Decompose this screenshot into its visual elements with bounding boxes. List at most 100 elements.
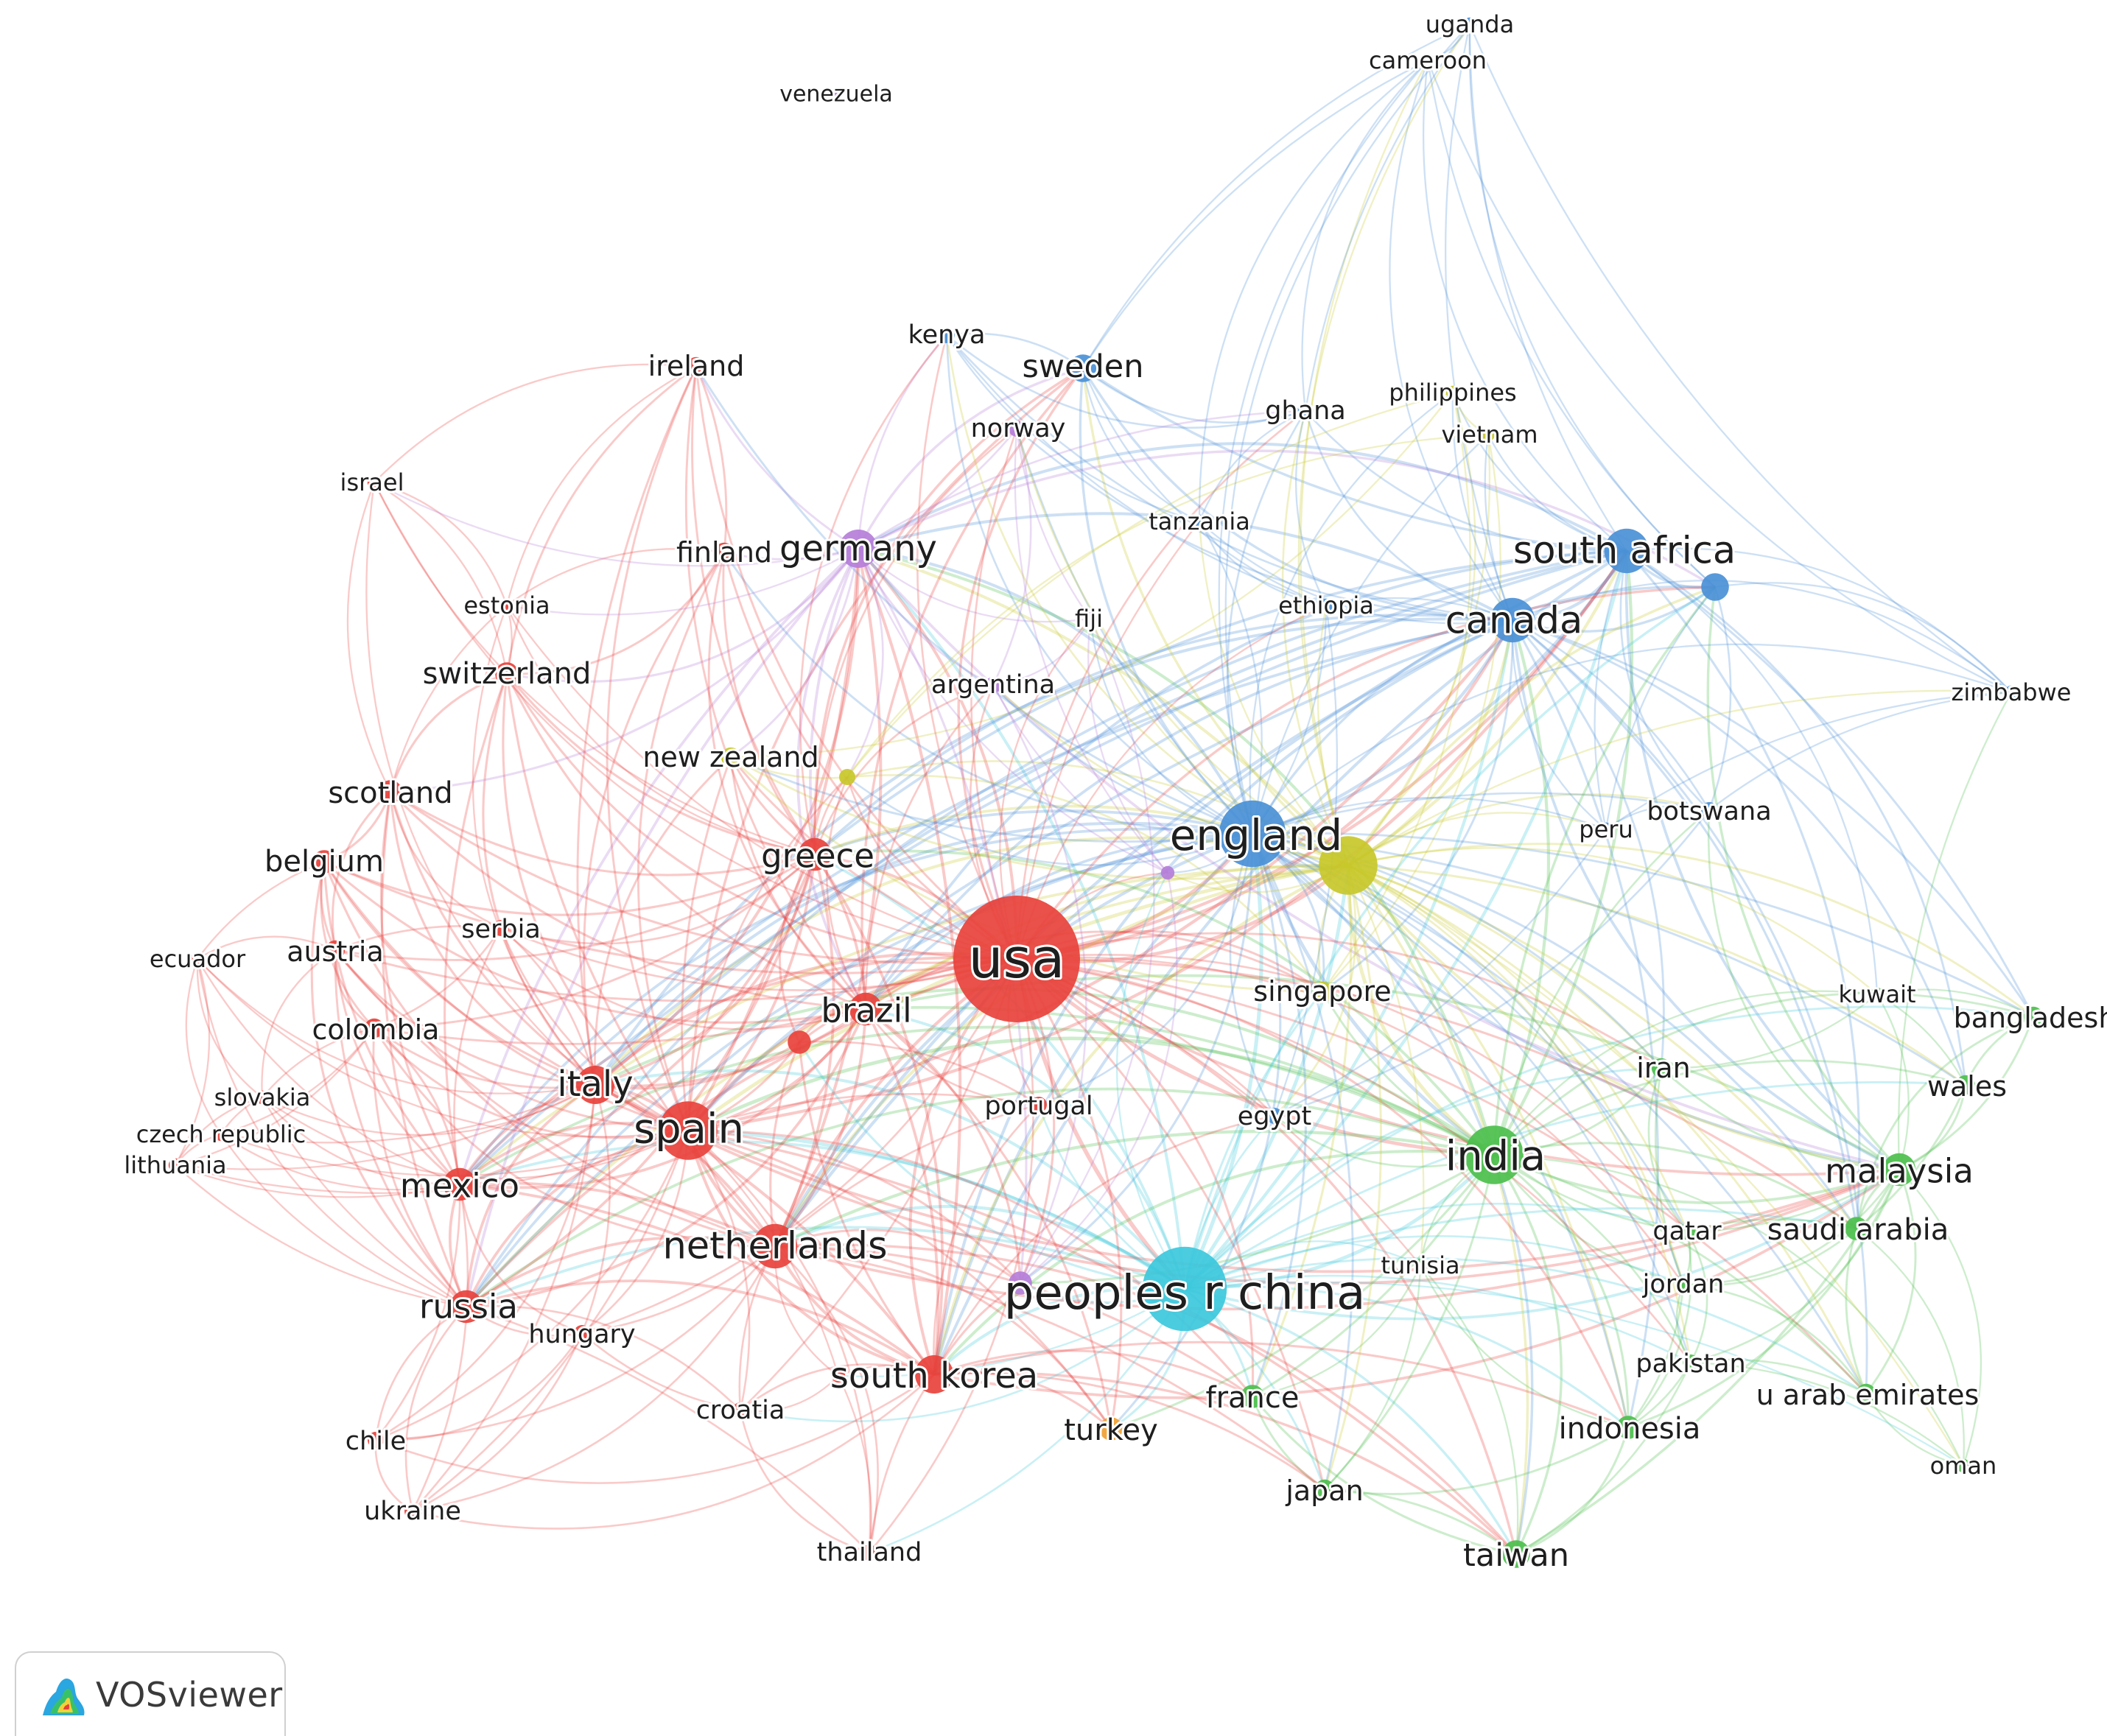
country-node-saudi-arabia[interactable] (1845, 1217, 1868, 1240)
collaboration-link (774, 1245, 1112, 1430)
country-node-red-mid[interactable] (788, 1030, 811, 1054)
country-node-oman[interactable] (1956, 1458, 1971, 1473)
country-node-singapore[interactable] (1312, 981, 1333, 1002)
collaboration-link (1014, 428, 1168, 874)
collaboration-link (500, 927, 1017, 991)
country-node-new-zealand[interactable] (721, 747, 741, 767)
country-node-kuwait[interactable] (1870, 987, 1885, 1002)
country-node-qatar[interactable] (1679, 1223, 1695, 1240)
collaboration-link (374, 481, 508, 606)
country-node-lithuania[interactable] (168, 1158, 183, 1173)
country-node-red-small[interactable] (831, 1368, 846, 1383)
country-node-ukraine[interactable] (404, 1503, 421, 1519)
collaboration-link (846, 433, 1489, 778)
country-node-fiji[interactable] (1083, 611, 1098, 626)
country-node-austria[interactable] (325, 940, 346, 960)
country-node-malaysia[interactable] (1882, 1153, 1916, 1187)
collaboration-link (858, 410, 1306, 550)
country-node-brazil[interactable] (849, 992, 883, 1026)
country-node-thailand[interactable] (861, 1545, 877, 1561)
collaboration-link (778, 854, 816, 1043)
country-node-norway[interactable] (1009, 421, 1025, 437)
country-node-pakistan[interactable] (1683, 1354, 1699, 1371)
country-node-yellow-hub[interactable] (1319, 836, 1378, 895)
country-node-zimbabwe[interactable] (2004, 685, 2019, 700)
country-node-purple-mid[interactable] (1009, 1271, 1032, 1295)
country-node-sweden[interactable] (1069, 354, 1097, 382)
collaboration-link (374, 1305, 467, 1441)
country-node-jordan[interactable] (1675, 1276, 1691, 1293)
country-node-portugal[interactable] (1031, 1097, 1047, 1113)
country-node-israel[interactable] (367, 475, 382, 490)
country-node-tanzania[interactable] (1192, 514, 1207, 529)
country-node-mexico[interactable] (443, 1167, 477, 1201)
country-node-venezuela[interactable] (830, 88, 842, 100)
country-node-bangladesh[interactable] (2023, 1006, 2044, 1027)
country-node-czech-republic[interactable] (214, 1127, 228, 1142)
country-node-argentina[interactable] (985, 677, 1001, 693)
country-node-peoples-r-china[interactable] (1142, 1246, 1227, 1332)
country-node-usa[interactable] (953, 896, 1080, 1022)
country-node-ecuador[interactable] (190, 952, 205, 966)
country-node-italy[interactable] (576, 1066, 614, 1104)
country-node-scotland[interactable] (379, 780, 402, 804)
country-node-egypt[interactable] (1266, 1108, 1283, 1124)
collaboration-link (458, 864, 1349, 1186)
country-node-germany[interactable] (839, 530, 877, 568)
country-node-france[interactable] (1241, 1385, 1264, 1408)
collaboration-link (1082, 59, 1428, 369)
collaboration-link (261, 949, 336, 1098)
country-node-slovakia[interactable] (255, 1090, 270, 1105)
country-node-greece[interactable] (798, 837, 832, 871)
collaboration-link (1081, 368, 1327, 607)
country-node-yellow-small[interactable] (839, 769, 855, 785)
country-node-russia[interactable] (449, 1290, 483, 1324)
country-node-switzerland[interactable] (495, 662, 519, 686)
country-node-philippines[interactable] (1445, 385, 1460, 400)
country-node-ethiopia[interactable] (1319, 598, 1333, 613)
country-node-estonia[interactable] (499, 598, 514, 613)
country-node-tunisia[interactable] (1413, 1258, 1428, 1273)
collaboration-link (1626, 547, 2012, 693)
collaboration-link (175, 1027, 375, 1167)
country-node-wales[interactable] (1955, 1075, 1976, 1095)
country-node-iran[interactable] (1651, 1058, 1672, 1078)
country-label-austria: austria (287, 935, 384, 968)
country-node-hungary[interactable] (574, 1325, 590, 1341)
collaboration-link (1627, 1231, 1692, 1428)
country-node-canada[interactable] (1490, 597, 1535, 643)
country-node-japan[interactable] (1314, 1479, 1335, 1500)
country-node-turkey[interactable] (1099, 1417, 1123, 1441)
country-node-england[interactable] (1219, 800, 1286, 868)
country-node-ghana[interactable] (1297, 403, 1314, 419)
country-node-blue-east[interactable] (1701, 573, 1729, 601)
country-node-ireland[interactable] (686, 356, 707, 377)
country-node-kenya[interactable] (939, 327, 955, 343)
country-node-south-korea[interactable] (915, 1355, 953, 1394)
collaboration-link (1109, 833, 1282, 1430)
country-node-colombia[interactable] (364, 1018, 385, 1039)
country-node-chile[interactable] (368, 1432, 384, 1448)
collaboration-link (373, 1027, 776, 1248)
country-node-botswana[interactable] (1701, 802, 1717, 818)
country-node-finland[interactable] (714, 542, 735, 563)
country-node-peru[interactable] (1599, 822, 1613, 837)
country-node-spain[interactable] (659, 1101, 718, 1160)
collaboration-link (865, 1008, 1186, 1290)
country-node-taiwan[interactable] (1502, 1540, 1530, 1568)
country-node-south-africa[interactable] (1604, 528, 1650, 574)
country-node-vietnam[interactable] (1481, 427, 1496, 442)
country-node-netherlands[interactable] (752, 1223, 798, 1269)
collaboration-link (373, 1027, 689, 1139)
country-node-india[interactable] (1465, 1125, 1524, 1184)
country-node-u-arab-emirates[interactable] (1856, 1383, 1876, 1404)
country-node-serbia[interactable] (493, 920, 509, 936)
country-node-purple-small[interactable] (1160, 865, 1175, 880)
country-node-belgium[interactable] (312, 850, 336, 874)
country-node-croatia[interactable] (732, 1402, 749, 1419)
country-node-cameroon[interactable] (1420, 53, 1435, 68)
country-node-uganda[interactable] (1462, 17, 1477, 32)
country-node-indonesia[interactable] (1616, 1416, 1640, 1439)
